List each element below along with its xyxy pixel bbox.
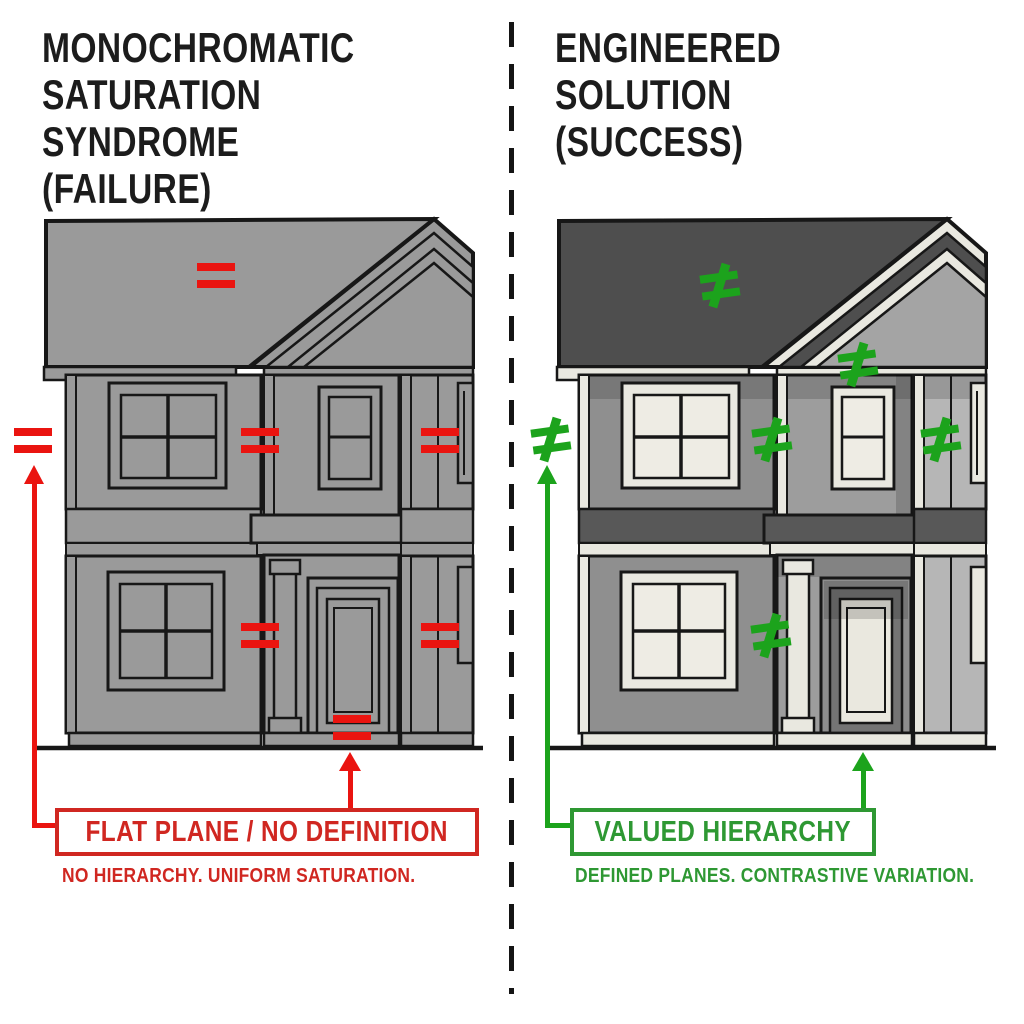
left-connector-elbow: [32, 823, 58, 828]
equals-icon: [333, 715, 371, 741]
door-pointer-line: [861, 770, 866, 810]
not-equals-icon: [751, 416, 793, 463]
engineered-house-illustration: [534, 215, 1004, 760]
door-pointer-line: [348, 770, 353, 810]
right-connector-line: [545, 484, 550, 828]
equals-icon: [421, 428, 459, 454]
not-equals-icon: [530, 416, 572, 463]
label-box-text: VALUED HIERARCHY: [594, 815, 852, 848]
equals-icon: [241, 623, 279, 649]
left-connector-line: [32, 484, 37, 828]
caption: DEFINED PLANES. CONTRASTIVE VARIATION.: [575, 864, 975, 887]
equals-icon: [14, 428, 52, 454]
caption: NO HIERARCHY. UNIFORM SATURATION.: [62, 864, 416, 887]
failure-title: MONOCHROMATIC SATURATION SYNDROME (FAILU…: [42, 24, 355, 212]
not-equals-icon: [920, 416, 962, 463]
up-arrow-icon: [537, 465, 557, 484]
equals-icon: [241, 428, 279, 454]
not-equals-icon: [699, 262, 741, 309]
up-arrow-icon: [852, 752, 874, 771]
equals-icon: [197, 263, 235, 289]
label-box: VALUED HIERARCHY: [570, 808, 876, 856]
failure-panel: MONOCHROMATIC SATURATION SYNDROME (FAILU…: [0, 0, 511, 1024]
up-arrow-icon: [339, 752, 361, 771]
success-panel: ENGINEERED SOLUTION (SUCCESS) VALUED HIE…: [513, 0, 1024, 1024]
success-title: ENGINEERED SOLUTION (SUCCESS): [555, 24, 782, 165]
label-box: FLAT PLANE / NO DEFINITION: [55, 808, 479, 856]
equals-icon: [421, 623, 459, 649]
right-connector-elbow: [545, 823, 571, 828]
up-arrow-icon: [24, 465, 44, 484]
not-equals-icon: [750, 612, 792, 659]
label-box-text: FLAT PLANE / NO DEFINITION: [85, 815, 449, 848]
monochromatic-house-illustration: [21, 215, 491, 760]
not-equals-icon: [837, 341, 879, 388]
panel-divider: [509, 22, 514, 994]
